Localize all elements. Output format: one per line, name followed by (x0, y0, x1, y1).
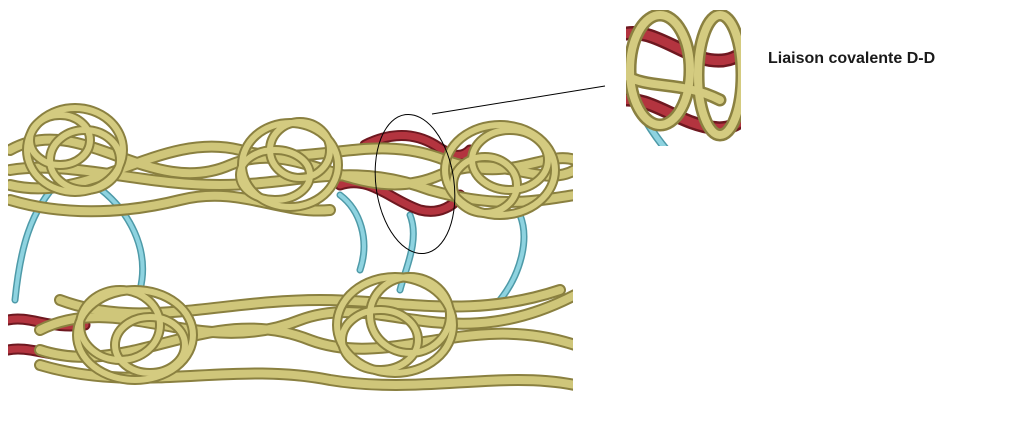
main-illustration (8, 108, 575, 385)
callout-line (432, 86, 605, 114)
inset-zoom (620, 10, 745, 148)
inset-label: Liaison covalente D-D (768, 50, 935, 68)
